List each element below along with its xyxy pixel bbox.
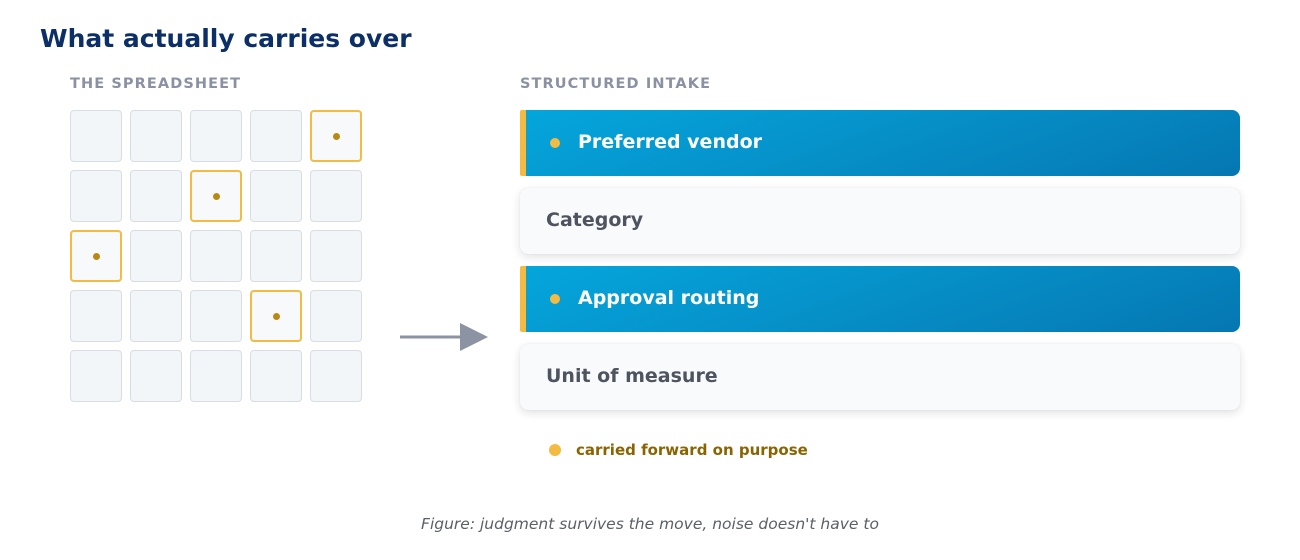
intake-field-preferred-vendor: Preferred vendor	[520, 110, 1240, 176]
spreadsheet-label: THE SPREADSHEET	[70, 76, 242, 92]
arrow-right-icon	[400, 323, 488, 351]
cell-dot-icon	[212, 192, 220, 200]
grid-cell	[190, 290, 242, 342]
field-label: Category	[546, 209, 644, 231]
legend-label: carried forward on purpose	[576, 441, 808, 459]
spreadsheet-grid	[69, 109, 369, 409]
grid-cell-marked	[250, 290, 302, 342]
cell-dot-icon	[272, 312, 280, 320]
grid-cell	[310, 350, 362, 402]
grid-cell	[310, 170, 362, 222]
grid-cell	[130, 350, 182, 402]
intake-label: STRUCTURED INTAKE	[520, 76, 712, 92]
cell-dot-icon	[332, 132, 340, 140]
intake-field-unit-of-measure: Unit of measure	[520, 344, 1240, 410]
field-label: Approval routing	[578, 287, 760, 309]
grid-cell	[250, 110, 302, 162]
figure-caption: Figure: judgment survives the move, nois…	[421, 515, 879, 533]
grid-cell	[250, 230, 302, 282]
grid-cell	[70, 290, 122, 342]
grid-cell	[250, 170, 302, 222]
grid-cell	[250, 350, 302, 402]
carried-marker-icon	[550, 138, 560, 148]
grid-cell	[130, 110, 182, 162]
intake-field-category: Category	[520, 188, 1240, 254]
grid-cell-marked	[70, 230, 122, 282]
grid-cell	[190, 350, 242, 402]
carried-marker-icon	[550, 294, 560, 304]
grid-cell	[130, 290, 182, 342]
intake-field-approval-routing: Approval routing	[520, 266, 1240, 332]
grid-cell	[130, 170, 182, 222]
grid-cell	[70, 110, 122, 162]
grid-cell	[310, 230, 362, 282]
grid-cell-marked	[190, 170, 242, 222]
field-label: Unit of measure	[546, 365, 718, 387]
cell-dot-icon	[92, 252, 100, 260]
legend-dot-icon	[549, 444, 561, 456]
grid-cell	[310, 290, 362, 342]
grid-cell	[70, 170, 122, 222]
grid-cell	[190, 110, 242, 162]
grid-cell	[190, 230, 242, 282]
field-label: Preferred vendor	[578, 131, 762, 153]
grid-cell	[70, 350, 122, 402]
page-title: What actually carries over	[40, 24, 412, 53]
grid-cell	[130, 230, 182, 282]
grid-cell-marked	[310, 110, 362, 162]
